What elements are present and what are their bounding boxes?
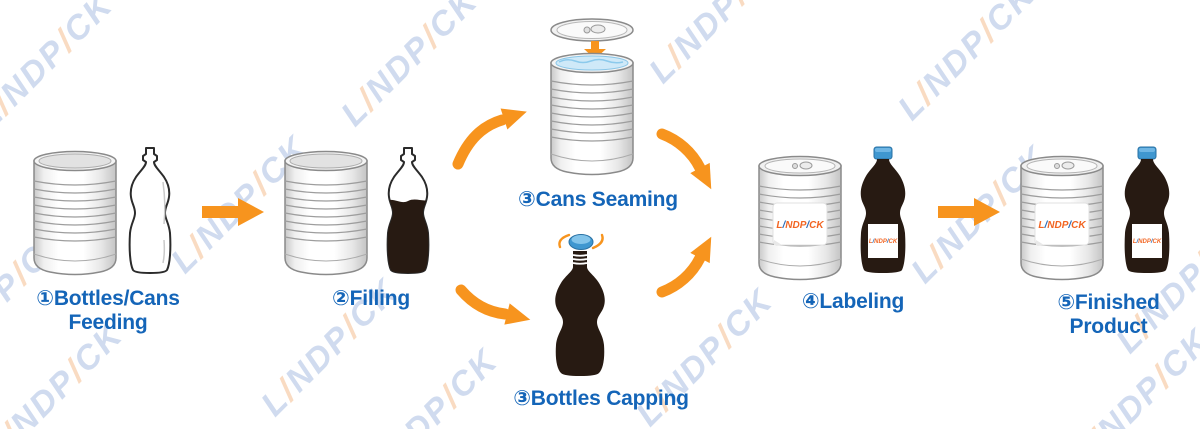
step-label-capping: ③Bottles Capping <box>511 387 691 411</box>
seaming-can-icon <box>550 52 634 176</box>
brand-watermark: L/NDP/CK <box>377 341 506 429</box>
brand-watermark: L/NDP/CK <box>641 0 794 91</box>
arrow-down-icon <box>584 41 606 59</box>
filled-bottle-icon <box>386 147 430 274</box>
empty-bottle-icon <box>128 147 172 274</box>
step-number: ① <box>36 287 54 310</box>
step-number: ③ <box>513 387 531 410</box>
brand-watermark: L/NDP/CK <box>0 0 121 138</box>
step-label-labeling: ④Labeling <box>763 290 943 314</box>
step-number: ④ <box>801 290 820 313</box>
step-text: Filling <box>349 287 411 310</box>
labeled-can-icon: L/NDP/CK <box>1020 155 1104 281</box>
curved-arrow-down-right-icon <box>656 128 712 190</box>
label-logo: L/NDP/CK <box>869 239 898 245</box>
open-can-icon <box>33 150 117 276</box>
labeled-bottle-icon: L/NDP/CK <box>1124 146 1170 273</box>
step-label-seaming: ③Cans Seaming <box>508 188 688 212</box>
step-text: Finished Product <box>1069 291 1160 338</box>
arrow-right-icon <box>938 198 1000 226</box>
step-number: ③ <box>518 188 536 211</box>
step-text: Cans Seaming <box>535 188 679 211</box>
step-label-finished: ⑤Finished Product <box>1016 291 1200 339</box>
step-text: Bottles Capping <box>530 387 689 410</box>
label-logo: L/NDP/CK <box>1133 239 1162 245</box>
step-label-filling: ②Filling <box>281 287 461 311</box>
step-text: Labeling <box>819 290 905 313</box>
arrow-right-icon <box>202 198 264 226</box>
step-label-feeding: ①Bottles/Cans Feeding <box>8 287 208 335</box>
step-number: ⑤ <box>1057 291 1075 314</box>
labeled-can-icon: L/NDP/CK <box>758 155 842 281</box>
step-text: Bottles/Cans Feeding <box>53 287 180 334</box>
curved-arrow-down-right-icon <box>455 284 531 325</box>
step-number: ② <box>331 287 350 310</box>
curved-arrow-up-right-icon <box>452 108 527 170</box>
open-can-icon <box>284 150 368 276</box>
spinning-cap-icon <box>558 233 604 250</box>
label-logo: L/NDP/CK <box>776 220 824 231</box>
capping-bottle-icon <box>555 251 605 376</box>
label-logo: L/NDP/CK <box>1038 220 1086 231</box>
can-lid-icon <box>550 18 634 42</box>
curved-arrow-up-right-icon <box>656 236 712 298</box>
brand-watermark: L/NDP/CK <box>890 0 1043 128</box>
labeled-bottle-icon: L/NDP/CK <box>860 146 906 273</box>
